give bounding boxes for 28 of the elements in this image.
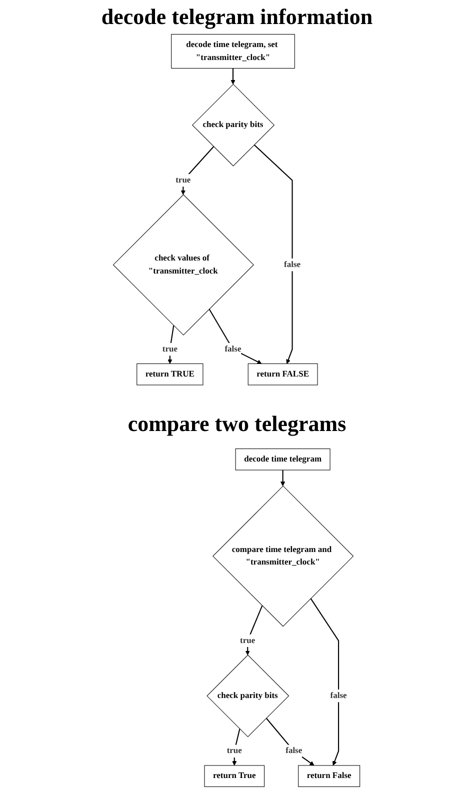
arrow: [231, 68, 236, 84]
node-box: decode time telegram, set "transmitter_clock": [172, 34, 296, 69]
node-diamond: compare time telegram and "transmitter_clock": [213, 486, 354, 627]
edge-label: false: [284, 260, 301, 270]
edge-label: true: [227, 746, 242, 756]
arrow: [246, 605, 264, 656]
node-diamond: check values of "transmitter_clock: [113, 194, 254, 336]
node-diamond: check parity bits: [207, 654, 290, 738]
edge-label: false: [286, 746, 303, 756]
arrow: [181, 146, 214, 195]
edge-label: true: [162, 344, 178, 354]
node-diamond: check parity bits: [192, 84, 275, 166]
node-box: return TRUE: [137, 363, 204, 386]
arrow: [254, 144, 294, 364]
edge-label: true: [240, 636, 256, 645]
diagram-heading: compare two telegrams: [126, 410, 348, 437]
edge-label: false: [330, 691, 348, 700]
node-box: return True: [204, 765, 265, 787]
node-box: return False: [298, 765, 361, 787]
arrow: [310, 598, 340, 766]
arrow: [209, 308, 262, 364]
diagram-heading: decode telegram information: [100, 3, 374, 30]
edge-label: false: [225, 344, 242, 354]
arrow: [280, 470, 286, 486]
edge-label: true: [176, 176, 192, 185]
node-box: decode time telegram: [236, 448, 331, 470]
node-box: return FALSE: [248, 363, 318, 386]
arrow: [266, 718, 315, 766]
